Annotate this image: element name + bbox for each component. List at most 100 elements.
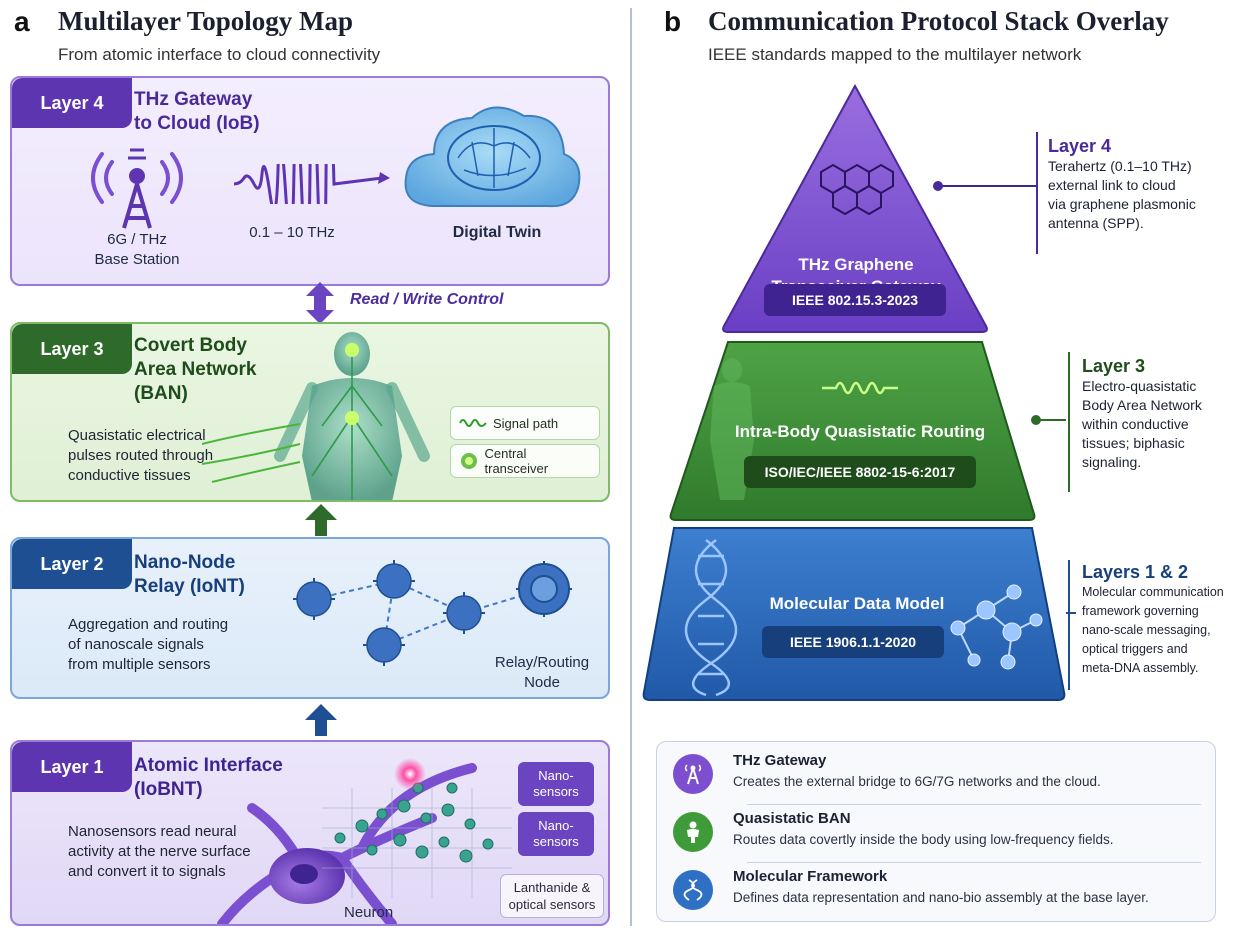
chip3-line1: Lanthanide & xyxy=(513,880,591,895)
panel-a-letter: a xyxy=(14,6,30,37)
relay-node-label-line2: Node xyxy=(524,674,560,691)
legend-panel: THz Gateway Creates the external bridge … xyxy=(656,741,1216,922)
panel-b-subtitle: IEEE standards mapped to the multilayer … xyxy=(708,45,1082,64)
legend-divider-2 xyxy=(747,862,1201,863)
legend-thz-text: Creates the external bridge to 6G/7G net… xyxy=(733,774,1101,789)
antenna-tower-icon xyxy=(673,754,713,794)
lanthanide-sensor-chip: Lanthanide & optical sensors xyxy=(500,874,604,918)
panel-b-letter: b xyxy=(664,6,682,37)
body-silhouette-icon xyxy=(710,358,754,500)
layer2-box: Layer 2 Nano-Node Relay (IoNT) Aggregati… xyxy=(10,537,610,699)
pyramid-tier-bottom xyxy=(642,527,1066,701)
panel-a-subtitle: From atomic interface to cloud connectiv… xyxy=(58,45,381,64)
legend-ban-title: Quasistatic BAN xyxy=(733,810,851,827)
tier-mid-title: Intra-Body Quasistatic Routing xyxy=(734,422,986,441)
side12-bar xyxy=(1068,560,1070,690)
chip2-line1: Nano- xyxy=(538,818,574,833)
layer3-title-line1: Covert Body xyxy=(134,335,247,356)
side4-line2: external link to cloud xyxy=(1048,177,1176,193)
legend-molecular-title: Molecular Framework xyxy=(733,868,888,885)
layer3-desc-line2: pulses routed through xyxy=(68,447,214,464)
layer1-desc-line3: and convert it to signals xyxy=(68,863,226,880)
layer4-tag: Layer 4 xyxy=(12,78,132,128)
side12-line1: Molecular communication xyxy=(1082,585,1224,599)
quasistatic-wave-icon xyxy=(822,381,898,395)
antenna-tower-icon xyxy=(91,148,183,229)
side12-line5: meta-DNA assembly. xyxy=(1082,661,1199,675)
side12-head: Layers 1 & 2 xyxy=(1082,562,1189,582)
layer1-tag: Layer 1 xyxy=(12,742,132,792)
legend-ban-text: Routes data covertly inside the body usi… xyxy=(733,832,1114,847)
legend-divider-1 xyxy=(747,804,1201,805)
side12-line3: nano-scale messaging, xyxy=(1082,623,1211,637)
legend-molecular-text: Defines data representation and nano-bio… xyxy=(733,890,1149,905)
signal-path-legend: Signal path xyxy=(450,406,600,440)
tier-top-title-line1: THz Graphene xyxy=(798,255,914,274)
side12-line2: framework governing xyxy=(1082,604,1199,618)
side3-line3: within conductive xyxy=(1082,416,1189,432)
chip1-line1: Nano- xyxy=(538,768,574,783)
side3-line4: tissues; biphasic xyxy=(1082,435,1185,451)
side3-head: Layer 3 xyxy=(1082,356,1146,376)
tier-top-standard: IEEE 802.15.3-2023 xyxy=(764,284,946,316)
dna-helix-icon xyxy=(673,870,713,910)
side4-bar xyxy=(1036,132,1038,254)
layer2-desc-line2: of nanoscale signals xyxy=(68,636,204,653)
side4-line4: antenna (SPP). xyxy=(1048,215,1144,231)
side3-line2: Body Area Network xyxy=(1082,397,1202,413)
side12-line4: optical triggers and xyxy=(1082,642,1188,656)
side3-bar xyxy=(1068,352,1070,492)
digital-twin-label: Digital Twin xyxy=(452,224,542,241)
nanosensor-chip-1: Nano-sensors xyxy=(518,762,594,806)
layer2-tag: Layer 2 xyxy=(12,539,132,589)
up-arrow-green-icon xyxy=(305,504,337,536)
graphene-lattice-icon xyxy=(820,163,894,216)
side4-line3: via graphene plasmonic xyxy=(1048,196,1196,212)
legend-thz-title: THz Gateway xyxy=(733,752,827,769)
molecule-network-icon xyxy=(950,584,1043,670)
layer3-title-line2: Area Network xyxy=(134,359,257,380)
layer3-desc-line1: Quasistatic electrical xyxy=(68,427,206,444)
tier-mid-standard: ISO/IEC/IEEE 8802-15-6:2017 xyxy=(744,456,976,488)
layer3-box: Layer 3 Covert Body Area Network (BAN) Q… xyxy=(10,322,610,502)
panel-b-title: Communication Protocol Stack Overlay xyxy=(708,6,1169,36)
nanosensor-chip-2: Nano-sensors xyxy=(518,812,594,856)
side4-head: Layer 4 xyxy=(1048,136,1112,156)
transceiver-dot-icon xyxy=(461,453,477,469)
side4-line1: Terahertz (0.1–10 THz) xyxy=(1048,158,1192,174)
layer3-tag: Layer 3 xyxy=(12,324,132,374)
layer1-desc-line2: activity at the nerve surface xyxy=(68,843,251,860)
cloud-brain-icon xyxy=(404,106,581,208)
side3-line1: Electro-quasistatic xyxy=(1082,378,1197,394)
neuron-nanosensor-illustration-icon xyxy=(217,758,512,924)
layer3-title-line3: (BAN) xyxy=(134,383,188,404)
layer4-box: Layer 4 THz Gateway to Cloud (IoB) 6G / … xyxy=(10,76,610,286)
central-transceiver-legend-label: Central transceiver xyxy=(484,446,549,476)
layer1-box: Layer 1 Atomic Interface (IoBNT) Nanosen… xyxy=(10,740,610,926)
layer1-title-line2: (IoBNT) xyxy=(134,779,203,800)
up-arrow-blue-icon xyxy=(305,704,337,736)
dna-helix-illustration-icon xyxy=(684,539,738,697)
panel-divider xyxy=(630,8,632,926)
person-body-icon xyxy=(673,812,713,852)
panel-a-title: Multilayer Topology Map xyxy=(58,6,354,36)
layer4-title-line2: to Cloud (IoB) xyxy=(134,113,260,134)
bidirectional-arrow-icon xyxy=(306,282,334,324)
signal-path-lines-icon xyxy=(202,423,301,483)
signal-path-legend-label: Signal path xyxy=(493,415,559,431)
central-transceiver-legend: Central transceiver xyxy=(450,444,600,478)
nano-node-network-icon xyxy=(293,560,572,666)
layer2-desc-line1: Aggregation and routing xyxy=(68,616,229,633)
chip3-line2: optical sensors xyxy=(508,897,596,912)
station-label-line1: 6G / THz xyxy=(107,231,167,248)
read-write-label: Read / Write Control xyxy=(350,291,504,308)
layer2-title-line2: Relay (IoNT) xyxy=(134,576,245,597)
thz-wave-icon xyxy=(233,164,390,204)
neuron-label: Neuron xyxy=(344,904,394,921)
side3-line5: signaling. xyxy=(1082,454,1142,470)
tier-bot-standard: IEEE 1906.1.1-2020 xyxy=(762,626,944,658)
human-body-figure-icon xyxy=(274,332,430,500)
layer2-desc-line3: from multiple sensors xyxy=(68,656,211,673)
layer2-title-line1: Nano-Node xyxy=(134,552,236,573)
layer4-title-line1: THz Gateway xyxy=(134,89,253,110)
